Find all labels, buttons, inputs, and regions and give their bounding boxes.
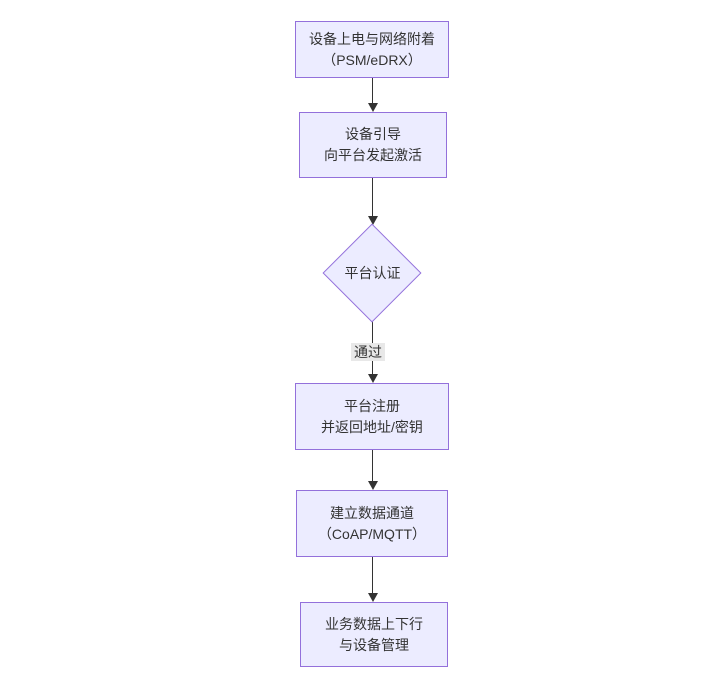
node-auth-label: 平台认证 (344, 265, 401, 281)
arrow-register-to-channel-head (368, 481, 378, 490)
arrow-channel-to-business-head (368, 593, 378, 602)
arrow-bootstrap-to-auth-head (368, 216, 378, 225)
node-business-label: 业务数据上下行 与设备管理 (325, 615, 423, 653)
arrow-channel-to-business-line (372, 557, 373, 594)
node-register-label: 平台注册 并返回地址/密钥 (321, 397, 423, 435)
arrow-bootstrap-to-auth-line (372, 178, 373, 217)
arrow-power-to-bootstrap-head (368, 103, 378, 112)
node-bootstrap-label: 设备引导 向平台发起激活 (324, 126, 422, 163)
arrow-register-to-channel-line (372, 450, 373, 482)
edge-label-pass: 通过 (351, 343, 385, 361)
node-power-attach-label: 设备上电与网络附着 （PSM/eDRX） (309, 30, 435, 68)
node-power-attach: 设备上电与网络附着 （PSM/eDRX） (295, 21, 449, 78)
arrow-auth-to-register-head (368, 374, 378, 383)
node-channel-label: 建立数据通道 （CoAP/MQTT） (317, 504, 427, 542)
node-register: 平台注册 并返回地址/密钥 (295, 383, 449, 450)
arrow-power-to-bootstrap-line (372, 78, 373, 104)
node-business: 业务数据上下行 与设备管理 (300, 602, 448, 667)
node-channel: 建立数据通道 （CoAP/MQTT） (296, 490, 448, 557)
node-bootstrap: 设备引导 向平台发起激活 (299, 112, 447, 178)
